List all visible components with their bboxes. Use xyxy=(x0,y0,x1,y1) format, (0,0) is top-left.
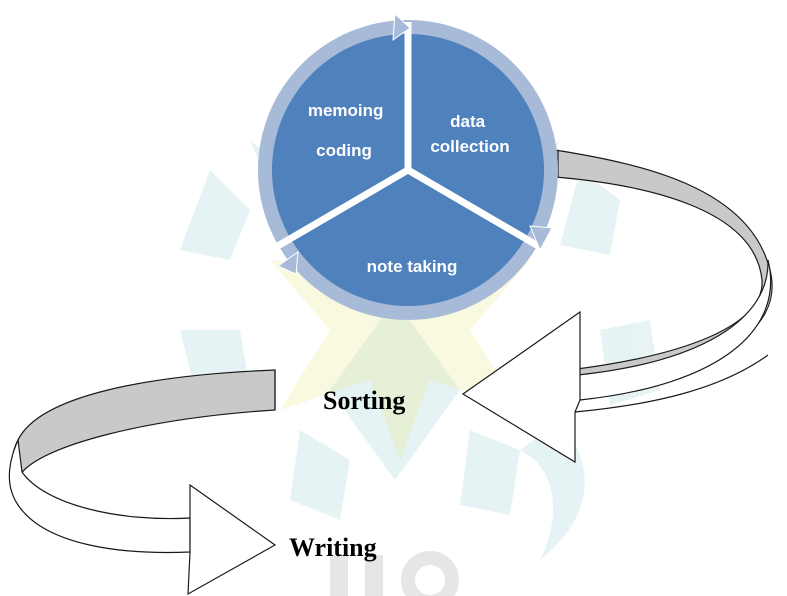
writing-label: Writing xyxy=(289,533,377,562)
segment-line: data xyxy=(450,112,486,131)
cycle-arrowhead-right xyxy=(529,225,553,252)
watermark-star xyxy=(270,185,530,460)
segment-line: coding xyxy=(316,141,372,160)
segment-line: collection xyxy=(430,137,509,156)
segment-line: note taking xyxy=(367,257,458,276)
writing-arrow xyxy=(8,369,277,596)
cycle-arrowhead-left xyxy=(276,250,299,275)
sorting-return-arrow xyxy=(461,149,773,464)
segment-label-memoing-coding: memoing coding xyxy=(308,101,388,160)
watermark-letters xyxy=(330,551,459,596)
cycle-arrowhead-top xyxy=(392,12,411,42)
segment-label-data-collection: data collection xyxy=(430,112,509,156)
segment-label-note-taking: note taking xyxy=(367,257,458,276)
segment-line: memoing xyxy=(308,101,384,120)
sorting-label: Sorting xyxy=(323,386,406,415)
cycle-diagram: memoing coding data collection note taki… xyxy=(258,12,558,320)
